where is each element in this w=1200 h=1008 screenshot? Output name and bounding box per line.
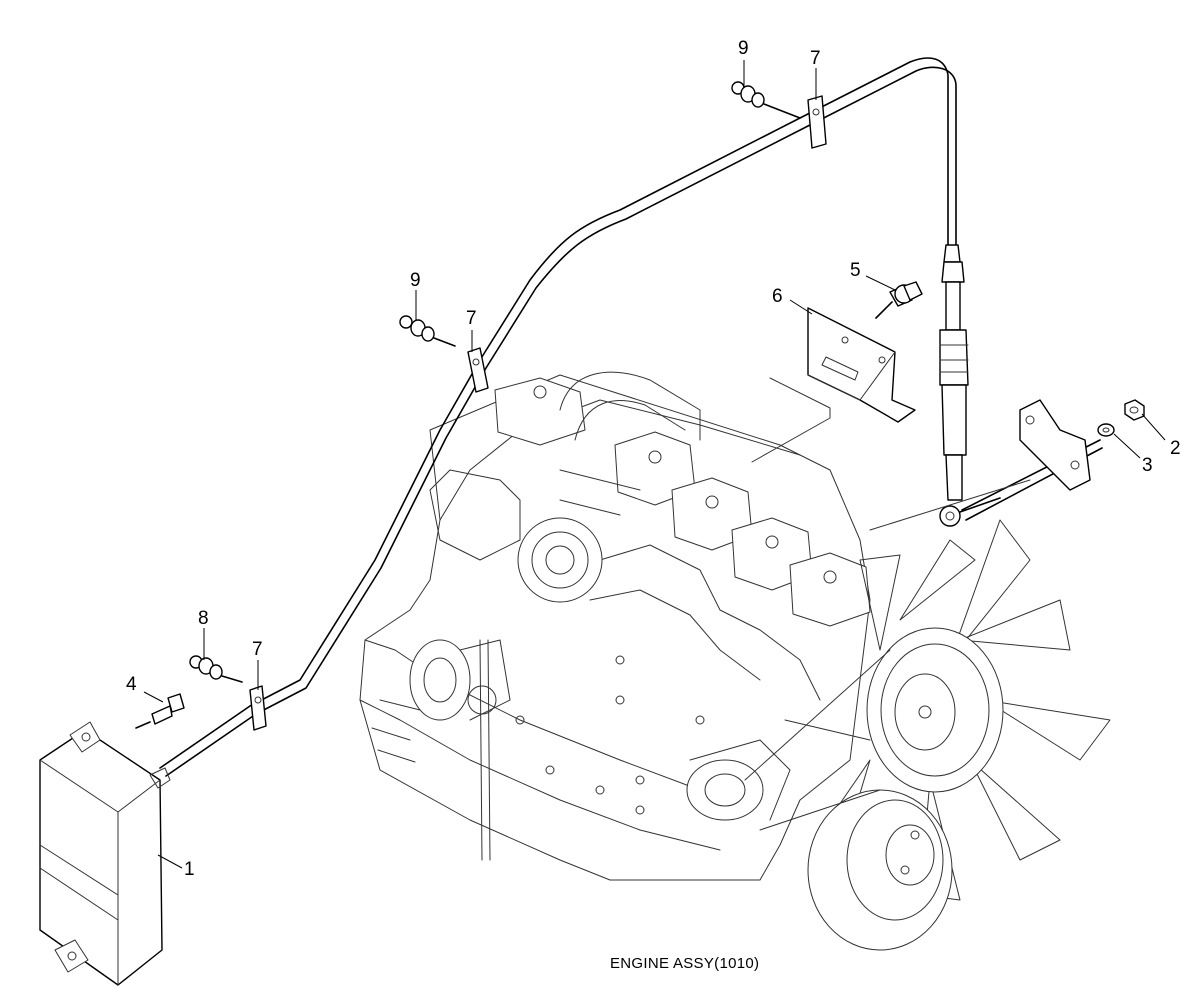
callout-9-middle: 9: [410, 270, 421, 291]
callout-5: 5: [850, 260, 861, 281]
crankshaft-pulley: [807, 789, 953, 951]
engine-assembly-drawing: [359, 371, 1111, 951]
callout-1: 1: [184, 859, 195, 880]
clamp-part-7-upper: [807, 95, 827, 149]
starter-motor: [409, 639, 511, 721]
nut-part-2: [1124, 399, 1145, 421]
cooling-fan: [814, 519, 1111, 901]
callout-7-middle: 7: [466, 308, 477, 329]
bolt-part-8: [189, 655, 243, 683]
callout-7-lower: 7: [252, 639, 263, 660]
clamp-part-7-lower: [249, 685, 267, 731]
callout-8: 8: [198, 608, 209, 629]
callout-7-upper: 7: [810, 48, 821, 69]
washer-part-3: [1097, 423, 1115, 437]
callout-leaders: [143, 60, 1166, 869]
controller-unit-part-1: [39, 721, 171, 986]
callout-labels: 1 2 3 4 5 6 7 7 7 8 9 9: [126, 38, 1181, 880]
lever-bracket: [1019, 399, 1091, 491]
rocker-covers: [494, 377, 871, 627]
callout-6: 6: [772, 286, 783, 307]
block-details: [371, 469, 705, 815]
diagram-caption: ENGINE ASSY(1010): [610, 955, 759, 972]
callout-4: 4: [126, 674, 137, 695]
alternator: [686, 739, 791, 821]
turbocharger: [517, 517, 603, 603]
cable-end-fitting: [939, 244, 969, 527]
callout-9-upper: 9: [738, 38, 749, 59]
bolt-part-9-middle: [399, 315, 456, 347]
bolt-part-9-upper: [731, 81, 801, 119]
clamp-part-7-middle: [467, 347, 489, 393]
bolt-part-4: [135, 693, 185, 729]
callout-2: 2: [1170, 438, 1181, 459]
mounting-bracket-part-6: [751, 307, 916, 463]
bolt-part-5: [875, 281, 923, 319]
control-cable: [159, 57, 1145, 777]
callout-3: 3: [1142, 455, 1153, 476]
